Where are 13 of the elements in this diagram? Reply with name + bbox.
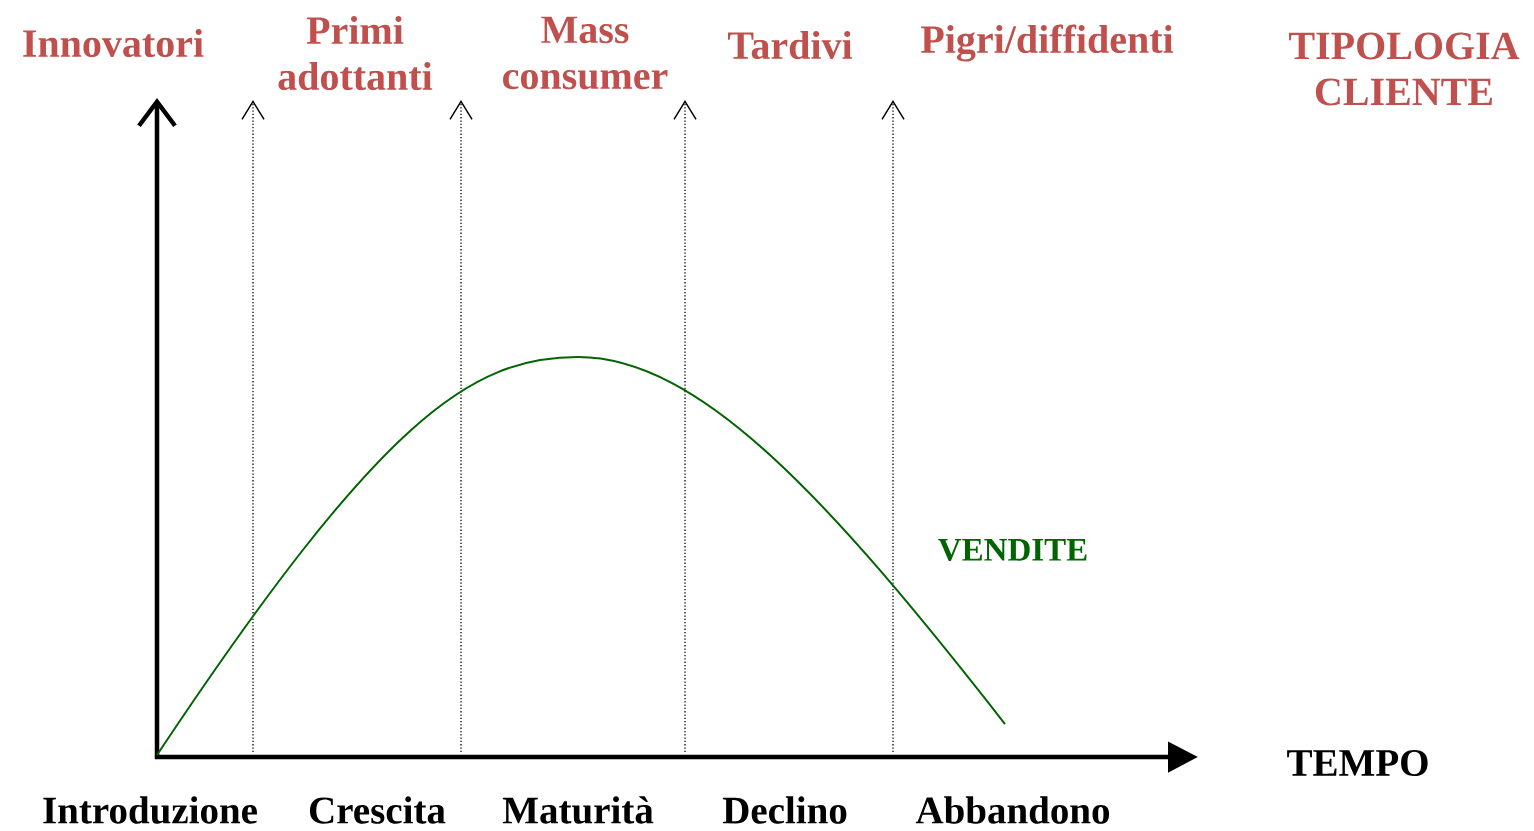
customer-type-label: Innovatori — [23, 28, 204, 58]
customer-type-label: Primi adottanti — [278, 15, 433, 91]
phase-label: Introduzione — [43, 796, 257, 824]
axis-title: TIPOLOGIA CLIENTE — [1289, 32, 1520, 106]
phase-label: Crescita — [309, 796, 446, 824]
customer-type-label: Mass consumer — [503, 16, 668, 90]
phase-label: Declino — [722, 796, 847, 824]
curve-label: VENDITE — [938, 538, 1087, 562]
phase-label: Maturità — [502, 796, 654, 824]
phase-label: Abbandono — [915, 796, 1110, 824]
customer-type-label: Tardivi — [728, 30, 853, 60]
customer-type-label: Pigri/diffidenti — [921, 24, 1174, 62]
axis-title: TEMPO — [1287, 749, 1428, 777]
